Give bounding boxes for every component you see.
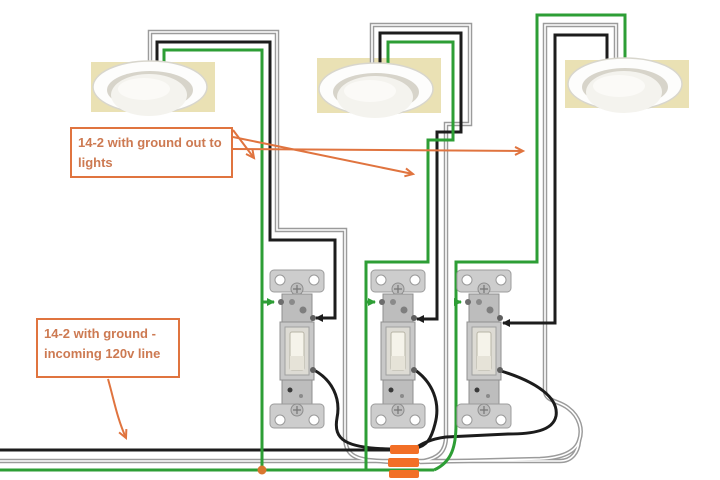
- toggle-switch-3: [456, 269, 512, 429]
- callout-incoming-line2: incoming 120v line: [44, 346, 161, 361]
- hot-wire-switch1-to-connector: [313, 368, 391, 451]
- ground-wire-light2: [364, 40, 455, 470]
- hot-wire-switch3-to-connector: [413, 369, 558, 451]
- hot-wires: [0, 31, 609, 452]
- ground-junction-dot: [257, 465, 267, 475]
- arrow-to-light1-cable: [232, 129, 256, 160]
- hot-wire-light3-to-switch3: [502, 33, 609, 327]
- hot-wire-light2-to-switch2: [378, 31, 463, 323]
- callout-incoming-cable: 14-2 with ground - incoming 120v line: [36, 318, 180, 378]
- ground-wire-light1: [162, 48, 264, 470]
- toggle-switch-2: [370, 269, 426, 429]
- callout-lights-line2: lights: [78, 155, 113, 170]
- ground-wire-light3: [433, 13, 627, 472]
- arrow-to-light2-cable: [232, 136, 416, 178]
- wire-connectors: [388, 445, 419, 478]
- callout-incoming-line1: 14-2 with ground -: [44, 326, 156, 341]
- wire-connector-2: [388, 458, 419, 467]
- annotation-arrows: [107, 129, 526, 441]
- toggle-switch-1: [269, 269, 325, 429]
- wire-connector-3: [389, 470, 419, 478]
- arrow-to-light3-cable: [232, 146, 526, 156]
- callout-lights-line1: 14-2 with ground out to: [78, 135, 222, 150]
- wire-connector-1: [390, 445, 419, 454]
- hot-wire-light1-to-switch1: [155, 40, 337, 322]
- callout-lights-cable: 14-2 with ground out to lights: [70, 127, 233, 178]
- arrow-to-incoming-line: [107, 378, 128, 441]
